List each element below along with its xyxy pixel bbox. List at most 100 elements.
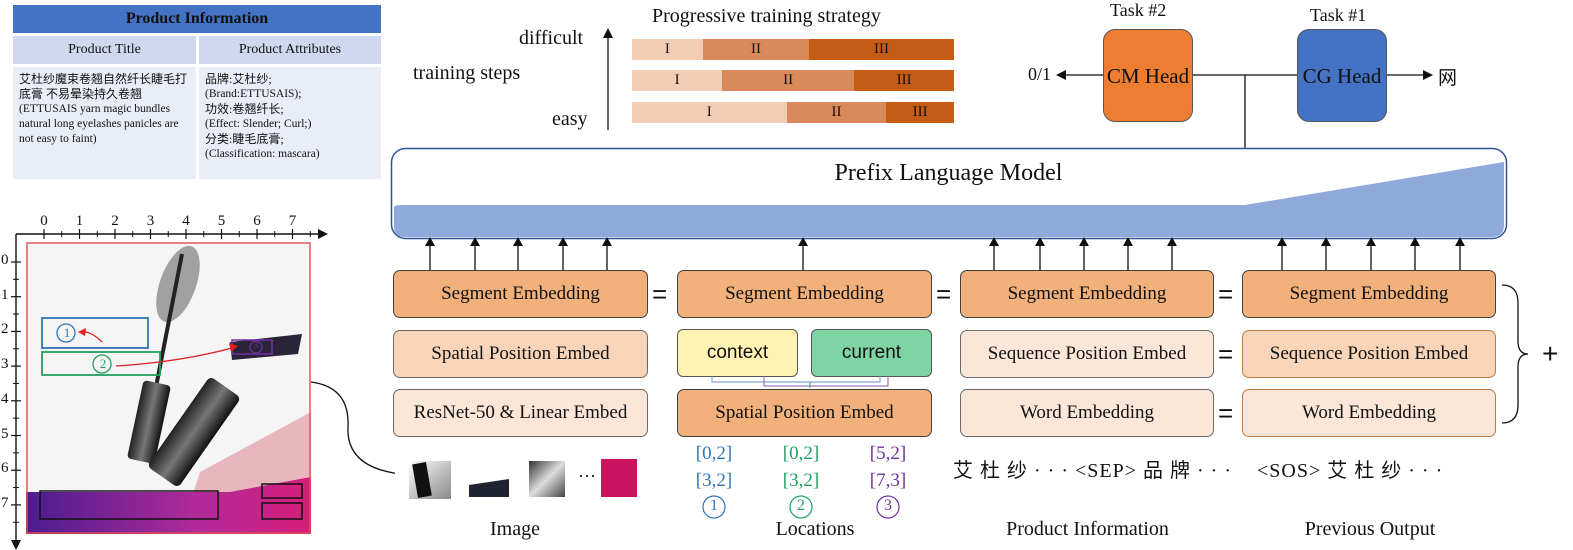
plus-sign: + <box>1542 338 1559 369</box>
product-title-header: Product Title <box>13 36 196 64</box>
loc3-a: [5,2] <box>869 443 907 464</box>
region1-number: 1 <box>63 325 71 340</box>
product-title-cn: 艾杜纱魔束卷翘自然纤长睫毛打底膏 不易晕染持久卷翘 <box>19 72 188 101</box>
previous-segment-embedding: Segment Embedding <box>1242 270 1496 318</box>
product-sequence-embed: Sequence Position Embed <box>960 330 1214 378</box>
context-chip: context <box>677 329 798 377</box>
equals-sign: = <box>1218 339 1234 369</box>
loc2-b: [3,2] <box>782 470 820 491</box>
patch-3 <box>529 461 565 497</box>
input-arrows <box>425 237 1465 270</box>
patch-2 <box>469 479 509 497</box>
patch-ellipsis: ··· <box>578 466 596 486</box>
attr-line: (Brand:ETTUSAIS); <box>205 88 302 100</box>
y-tick-label: 2 <box>1 321 9 338</box>
x-tick-label: 7 <box>288 213 297 229</box>
stage-3: III <box>854 70 954 91</box>
y-tick-label: 4 <box>1 390 9 407</box>
location-circles <box>702 495 900 519</box>
image-spatial-embed: Spatial Position Embed <box>393 330 648 378</box>
y-tick-label: 3 <box>1 356 9 373</box>
up-arrow <box>425 237 435 270</box>
loc1-b: [3,2] <box>695 470 733 491</box>
stage-3: III <box>809 39 954 60</box>
previous-word-embedding: Word Embedding <box>1242 389 1496 437</box>
up-arrow <box>1321 237 1331 270</box>
loc1-a: [0,2] <box>695 443 733 464</box>
product-title-cell: 艾杜纱魔束卷翘自然纤长睫毛打底膏 不易晕染持久卷翘 (ETTUSAIS yarn… <box>13 67 196 179</box>
attr-line: 分类:睫毛底膏; <box>205 132 284 146</box>
up-arrow <box>513 237 523 270</box>
attr-line: 功效:卷翘纤长; <box>205 102 284 116</box>
attr-line: 品牌:艾杜纱; <box>205 72 272 86</box>
x-tick-label: 3 <box>146 213 155 229</box>
loc1-number: 1 <box>710 497 718 514</box>
patch-4 <box>601 459 637 497</box>
x-tick-label: 5 <box>217 213 226 229</box>
up-arrow <box>1366 237 1376 270</box>
equals-sign: = <box>652 279 668 309</box>
cm-output: 0/1 <box>1028 64 1052 84</box>
equals-sign: = <box>936 279 952 309</box>
prefix-lm-title: Prefix Language Model <box>834 160 1063 186</box>
y-tick-label: 5 <box>1 425 9 442</box>
up-arrow <box>1123 237 1133 270</box>
cg-head: CG Head <box>1297 29 1387 122</box>
y-tick-label: 7 <box>1 494 9 511</box>
head-connectors <box>1056 70 1433 150</box>
image-label: Image <box>490 518 540 540</box>
up-arrow <box>558 237 568 270</box>
up-arrow <box>1277 237 1287 270</box>
region3-number: 3 <box>253 340 259 350</box>
image-patches <box>409 459 637 499</box>
previous-output-label: Previous Output <box>1304 518 1436 540</box>
y-tick-label: 0 <box>1 252 9 268</box>
stage-1: I <box>632 102 787 123</box>
product-attributes-header: Product Attributes <box>199 36 381 64</box>
y-tick-label: 1 <box>1 286 9 303</box>
training-steps-label: training steps <box>413 62 521 84</box>
previous-tokens: <SOS> 艾 杜 纱 · · · <box>1257 460 1444 482</box>
up-arrow <box>1035 237 1045 270</box>
product-tokens: 艾 杜 纱 · · · <SEP> 品 牌 · · · <box>953 460 1232 482</box>
cm-head: CM Head <box>1103 29 1193 122</box>
stage-2: II <box>786 102 887 123</box>
product-segment-embedding: Segment Embedding <box>960 270 1214 318</box>
equals-sign: = <box>1218 398 1234 428</box>
loc3-number: 3 <box>884 497 892 514</box>
task1-label: Task #1 <box>1310 5 1367 25</box>
stage-1: I <box>632 39 703 60</box>
up-arrow <box>470 237 480 270</box>
patch-1 <box>409 461 451 499</box>
stage-1: I <box>632 70 723 91</box>
y-tick-label: 6 <box>1 460 9 477</box>
stage-3: III <box>886 102 954 123</box>
product-info-table: Product Information Product Title Produc… <box>13 5 381 179</box>
attr-line: (Effect: Slender; Curl;) <box>205 118 312 130</box>
locations-spatial-embed: Spatial Position Embed <box>677 389 932 437</box>
product-image <box>26 242 311 534</box>
x-tick-label: 2 <box>111 213 119 229</box>
product-image-grid <box>11 229 395 550</box>
task2-label: Task #2 <box>1110 0 1167 20</box>
up-arrow <box>602 237 612 270</box>
prefix-lm-block <box>390 147 1508 240</box>
progressive-title: Progressive training strategy <box>652 5 881 27</box>
cg-output: 网 <box>1438 68 1458 89</box>
attr-line: (Classification: mascara) <box>205 148 320 160</box>
x-tick-label: 1 <box>75 213 84 229</box>
up-arrow <box>989 237 999 270</box>
product-information-label: Product Information <box>1006 518 1169 540</box>
easy-label: easy <box>552 108 588 130</box>
locations-segment-embedding: Segment Embedding <box>677 270 932 318</box>
difficulty-arrow <box>603 28 613 130</box>
stage-2: II <box>722 70 855 91</box>
up-arrow <box>1079 237 1089 270</box>
loc2-a: [0,2] <box>782 443 820 464</box>
stage-2: II <box>702 39 810 60</box>
x-tick-label: 0 <box>40 213 48 229</box>
image-segment-embedding: Segment Embedding <box>393 270 648 318</box>
